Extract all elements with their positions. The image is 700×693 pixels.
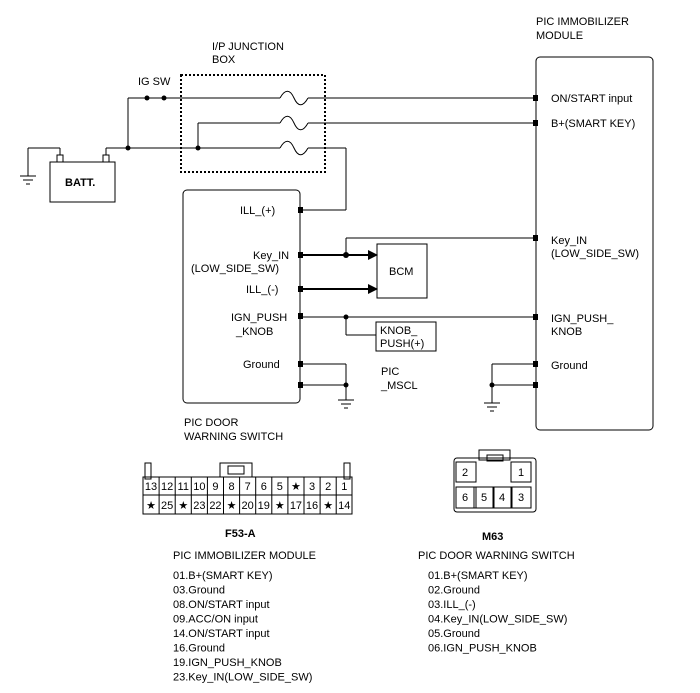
immobilizer-bplus-label: B+(SMART KEY) (551, 118, 635, 130)
splice-dot (125, 145, 131, 151)
f53a-pin-row1-6: 7 (245, 481, 251, 493)
f53a-pin-row1-11: 2 (325, 481, 331, 493)
f53a-pin-row1-8: 5 (277, 481, 283, 493)
f53a-pin-row2-8: ★ (275, 500, 285, 512)
m63-pin-entry: 01.B+(SMART KEY) (428, 570, 528, 582)
m63-pin-entry: 05.Ground (428, 628, 480, 640)
f53a-pin-row2-5: ★ (227, 500, 237, 512)
f53a-pin-row1-4: 9 (212, 481, 218, 493)
immobilizer-title-line2: MODULE (536, 30, 583, 42)
pic-mscl-label-line2: _MSCL (380, 380, 418, 392)
knob-push-box (375, 321, 437, 352)
fuse-on-start (279, 90, 309, 106)
f53a-pin-entry: 16.Ground (173, 643, 225, 655)
m63-pinlist-title: PIC DOOR WARNING SWITCH (418, 550, 575, 562)
f53a-pin-row2-10: 16 (306, 500, 318, 512)
f53a-pin-row1-10: 3 (309, 481, 315, 493)
m63-pinlist: 01.B+(SMART KEY) 02.Ground 03.ILL_(-) 04.Ke… (428, 570, 567, 655)
door-switch-ign-label-line1: IGN_PUSH (231, 312, 287, 324)
splice-dot (489, 382, 495, 388)
door-switch-title-line2: WARNING SWITCH (184, 431, 283, 443)
f53a-pin-row2-12: 14 (338, 500, 350, 512)
f53a-pin-entry: 01.B+(SMART KEY) (173, 570, 273, 582)
f53a-pin-row2-6: 20 (242, 500, 254, 512)
connector-m63 (453, 449, 537, 513)
m63-pin-entry: 06.IGN_PUSH_KNOB (428, 643, 537, 655)
f53a-pin-row2-4: 22 (209, 500, 221, 512)
f53a-pin-row2-3: 23 (193, 500, 205, 512)
door-switch-ill-plus-label: ILL_(+) (240, 205, 275, 217)
f53a-pin-row2-1: 25 (161, 500, 173, 512)
f53a-pin-entry: 03.Ground (173, 585, 225, 597)
m63-pin-3: 3 (518, 492, 524, 504)
f53a-pin-row1-3: 10 (193, 481, 205, 493)
f53a-pinlist: 01.B+(SMART KEY) 03.Ground 08.ON/START inp… (173, 570, 312, 684)
m63-pin-4: 4 (499, 492, 505, 504)
bcm-box (376, 243, 428, 299)
fuse-ill (279, 140, 309, 156)
immobilizer-ign-label-line2: KNOB (551, 326, 582, 338)
immobilizer-keyin-label-line2: (LOW_SIDE_SW) (551, 248, 639, 260)
f53a-pin-entry: 19.IGN_PUSH_KNOB (173, 657, 282, 669)
m63-pin-entry: 02.Ground (428, 585, 480, 597)
m63-pin-entry: 04.Key_IN(LOW_SIDE_SW) (428, 614, 567, 626)
f53a-pin-row1-9: ★ (291, 481, 301, 493)
knob-push-label-line2: PUSH(+) (380, 338, 424, 350)
immobilizer-keyin-label-line1: Key_IN (551, 235, 587, 247)
f53a-pin-row1-0: 13 (145, 481, 157, 493)
connector-f53a-name: F53-A (225, 528, 256, 540)
m63-pin-6: 6 (462, 492, 468, 504)
immobilizer-title-line1: PIC IMMOBILIZER (536, 16, 629, 28)
door-switch-keyin-label-line2: (LOW_SIDE_SW) (191, 263, 279, 275)
fuse-bplus (279, 115, 309, 131)
f53a-pin-row2-2: ★ (178, 500, 188, 512)
junction-box-title-line1: I/P JUNCTION (212, 41, 284, 53)
f53a-pin-row1-12: 1 (341, 481, 347, 493)
battery-symbol (20, 147, 116, 203)
junction-box-title-line2: BOX (212, 54, 236, 66)
f53a-pin-row1-2: 11 (178, 481, 189, 493)
m63-pin-1: 1 (518, 467, 524, 479)
door-switch-box (182, 189, 301, 404)
immobilizer-on-start-label: ON/START input (551, 93, 632, 105)
bcm-label: BCM (389, 266, 413, 278)
ig-sw-contact-right (161, 95, 167, 101)
f53a-pinlist-title: PIC IMMOBILIZER MODULE (173, 550, 316, 562)
f53a-pin-row2-9: 17 (290, 500, 302, 512)
pic-mscl-label-line1: PIC (381, 366, 399, 378)
knob-push-label-line1: KNOB_ (380, 325, 418, 337)
f53a-pin-row1-1: 12 (161, 481, 173, 493)
f53a-pin-row1-5: 8 (228, 481, 234, 493)
door-switch-keyin-label-line1: Key_IN (253, 250, 289, 262)
ig-sw-label: IG SW (138, 76, 171, 88)
f53a-pin-row2-7: 19 (258, 500, 270, 512)
ground-symbol (338, 399, 354, 409)
connector-m63-name: M63 (482, 531, 503, 543)
immobilizer-ground-label: Ground (551, 360, 588, 372)
door-switch-title-line1: PIC DOOR (184, 417, 238, 429)
m63-pin-entry: 03.ILL_(-) (428, 599, 476, 611)
ground-symbol (484, 402, 500, 412)
m63-pin-5: 5 (481, 492, 487, 504)
immobilizer-ign-label-line1: IGN_PUSH_ (551, 313, 614, 325)
door-switch-ign-label-line2: _KNOB (235, 326, 273, 338)
m63-pin-2: 2 (462, 467, 468, 479)
door-switch-ill-minus-label: ILL_(-) (246, 284, 278, 296)
battery-label: BATT. (65, 177, 95, 189)
f53a-pin-row1-7: 6 (261, 481, 267, 493)
f53a-pin-row2-0: ★ (146, 500, 156, 512)
f53a-pin-entry: 09.ACC/ON input (173, 614, 258, 626)
ig-sw-contact-left (144, 95, 150, 101)
f53a-pin-row2-11: ★ (323, 500, 333, 512)
door-switch-ground-label: Ground (243, 359, 280, 371)
f53a-pin-entry: 08.ON/START input (173, 599, 270, 611)
f53a-pin-entry: 14.ON/START input (173, 628, 270, 640)
connector-f53a (142, 462, 353, 515)
f53a-pin-entry: 23.Key_IN(LOW_SIDE_SW) (173, 672, 312, 684)
immobilizer-module-box (535, 56, 654, 431)
splice-dot (343, 382, 349, 388)
